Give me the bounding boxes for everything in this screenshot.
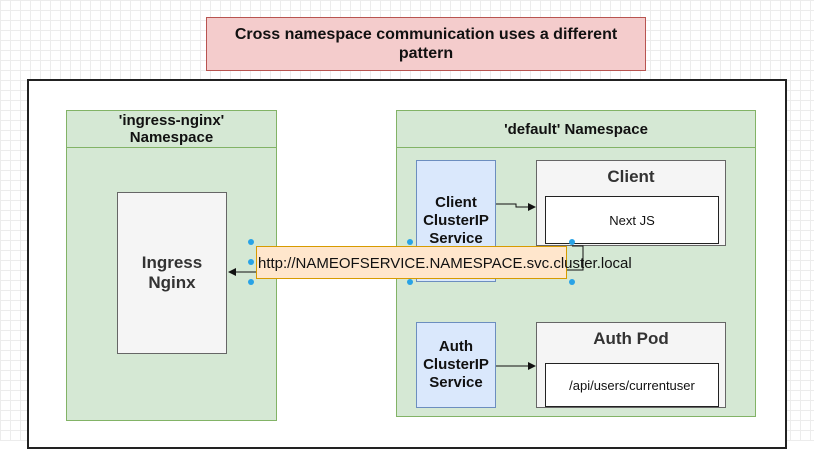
- selection-handle-top-mid[interactable]: [407, 239, 413, 245]
- auth-pod-title: Auth Pod: [593, 329, 669, 348]
- selection-handle-bottom-right[interactable]: [569, 279, 575, 285]
- ingress-namespace-label-1: 'ingress-nginx': [118, 112, 225, 129]
- nextjs-container[interactable]: Next JS: [545, 196, 719, 244]
- url-connector-right: [567, 245, 584, 271]
- ingress-namespace-label-2: Namespace: [129, 129, 214, 146]
- auth-pod[interactable]: Auth Pod /api/users/currentuser: [536, 322, 726, 408]
- ingress-namespace-header: 'ingress-nginx' Namespace: [67, 111, 276, 148]
- title-line-2: pattern: [398, 45, 454, 62]
- client-service-line-3: Service: [429, 230, 483, 247]
- currentuser-container[interactable]: /api/users/currentuser: [545, 363, 719, 407]
- url-pattern-box[interactable]: [256, 246, 567, 279]
- auth-service-line-1: Auth: [438, 338, 474, 355]
- selection-handle-top-right[interactable]: [569, 239, 575, 245]
- auth-clusterip-service[interactable]: Auth ClusterIP Service: [416, 322, 496, 408]
- url-pattern-label: http://NAMEOFSERVICE.NAMESPACE.svc.clust…: [258, 255, 632, 272]
- title-line-1: Cross namespace communication uses a dif…: [234, 26, 618, 43]
- ingress-nginx-box[interactable]: Ingress Nginx: [117, 192, 227, 354]
- client-pod-title: Client: [607, 167, 655, 186]
- selection-handle-mid-left[interactable]: [248, 259, 254, 265]
- auth-service-line-2: ClusterIP: [423, 356, 489, 373]
- selection-handle-bottom-mid[interactable]: [407, 279, 413, 285]
- auth-service-line-3: Service: [429, 374, 483, 391]
- client-service-to-pod-arrow: [496, 203, 536, 211]
- client-pod[interactable]: Client Next JS: [536, 160, 726, 246]
- ingress-box-line-2: Nginx: [148, 273, 196, 292]
- selection-handle-top-left[interactable]: [248, 239, 254, 245]
- default-namespace-header: 'default' Namespace: [397, 111, 755, 148]
- default-namespace-label: 'default' Namespace: [504, 120, 648, 138]
- diagram-title[interactable]: Cross namespace communication uses a dif…: [206, 17, 646, 71]
- client-service-line-2: ClusterIP: [423, 212, 489, 229]
- selection-handle-bottom-left[interactable]: [248, 279, 254, 285]
- client-service-line-1: Client: [435, 194, 477, 211]
- ingress-box-line-1: Ingress: [141, 253, 203, 272]
